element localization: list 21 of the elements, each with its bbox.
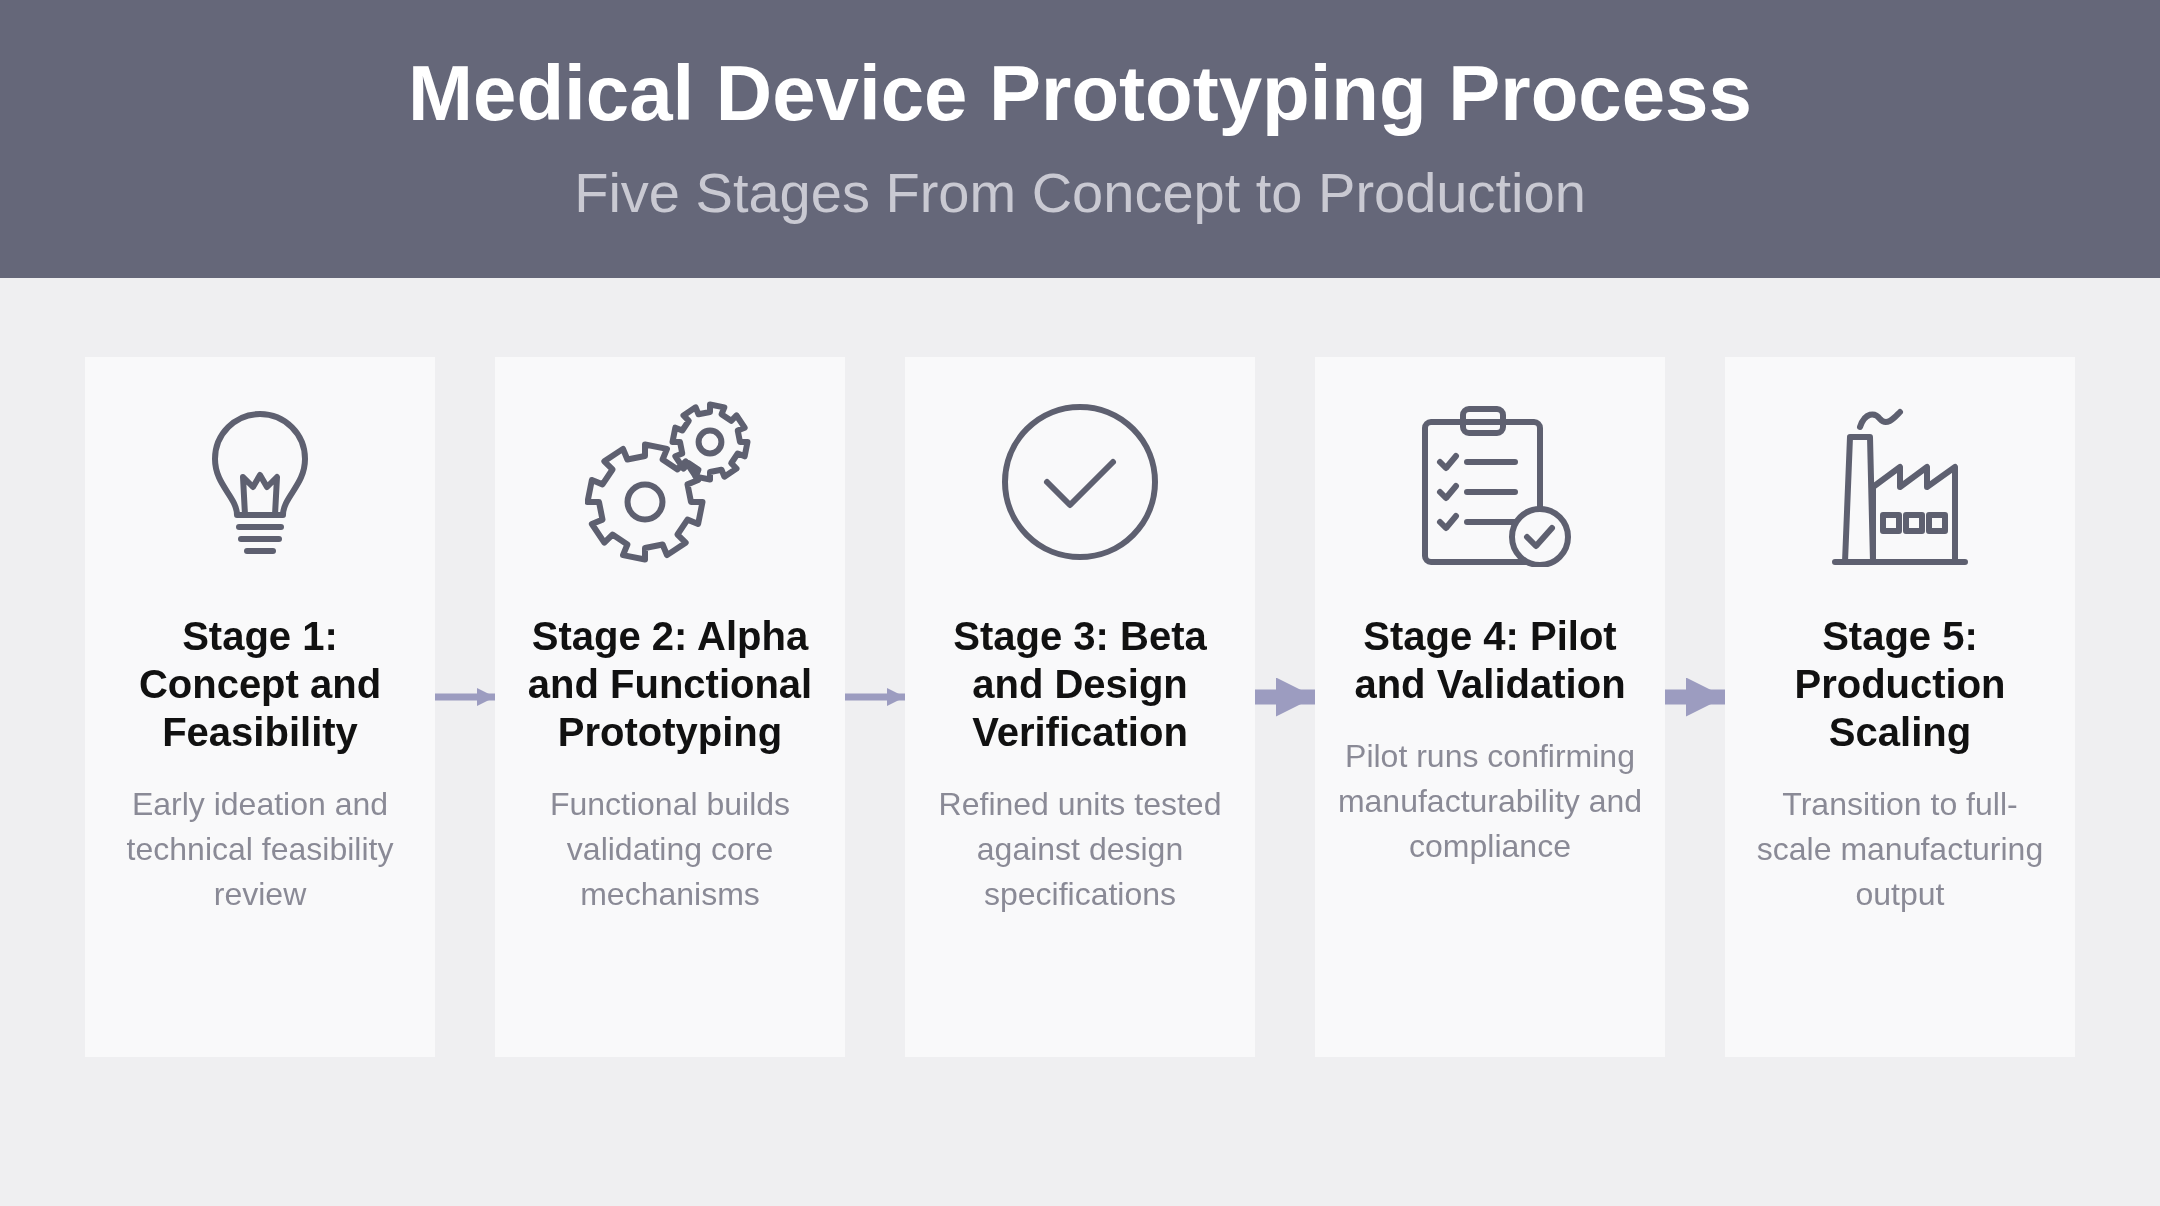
title: Medical Device Prototyping Process — [407, 48, 1753, 139]
arrow — [845, 687, 905, 707]
stage-title: Stage 5: Production Scaling — [1793, 613, 2007, 756]
stage-title: Stage 3: Beta and Design Verification — [952, 613, 1208, 756]
stage-description: Early ideation and technical feasibility review — [125, 785, 395, 914]
arrow — [1255, 677, 1315, 717]
stage-card — [1315, 357, 1665, 1057]
stage-title: Stage 4: Pilot and Validation — [1353, 613, 1627, 708]
arrow — [1665, 677, 1725, 717]
arrow — [435, 687, 495, 707]
stage-card — [495, 357, 845, 1057]
stage-card — [905, 357, 1255, 1057]
subtitle: Five Stages From Concept to Production — [573, 160, 1587, 225]
stage-description: Pilot runs confirming manufacturability and compliance — [1337, 737, 1643, 866]
stage-description: Transition to full-scale manufacturing output — [1755, 785, 2045, 914]
stage-card — [85, 357, 435, 1057]
stage-title: Stage 1: Concept and Feasibility — [137, 613, 383, 756]
stage-card — [1725, 357, 2075, 1057]
stage-description: Functional builds validating core mechanisms — [548, 785, 792, 914]
stage-title: Stage 2: Alpha and Functional Prototyping — [526, 613, 814, 756]
stage-description: Refined units tested against design specifications — [937, 785, 1223, 914]
